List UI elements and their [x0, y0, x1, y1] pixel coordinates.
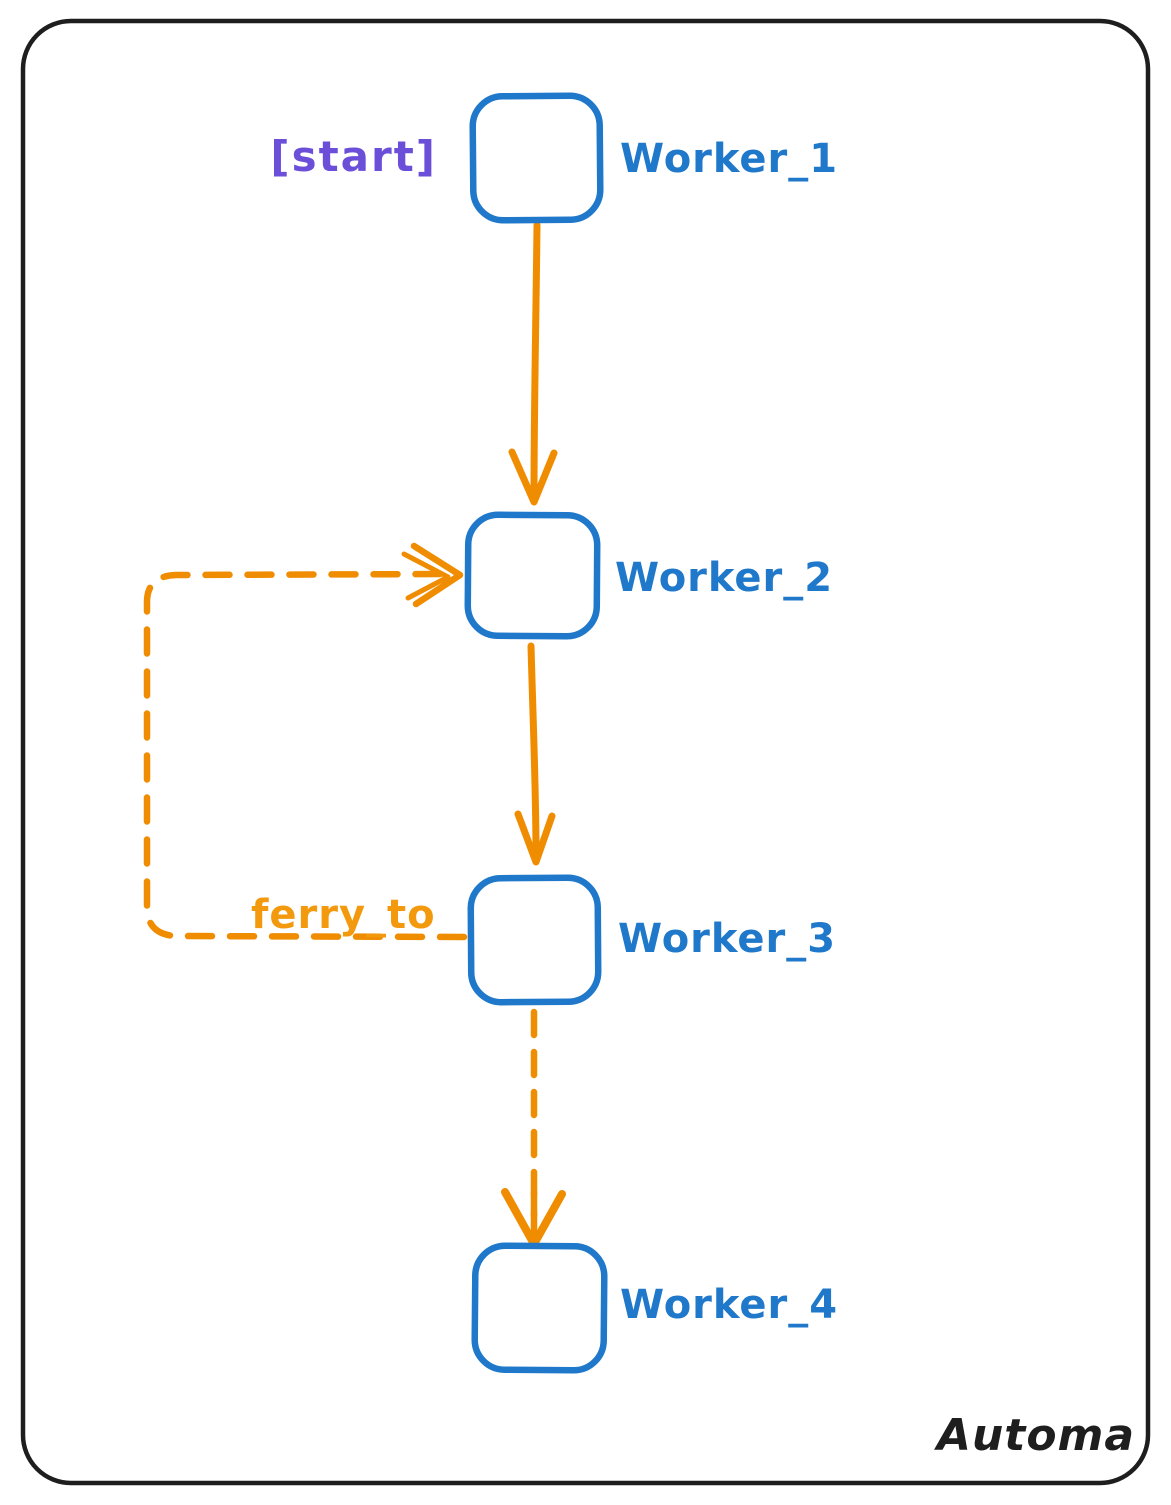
node-label-worker-1: Worker_1	[620, 136, 838, 182]
node-group-worker-4: Worker_4	[471, 1242, 838, 1374]
canvas-frame	[20, 18, 1151, 1486]
brand-automa: Automa	[934, 1410, 1135, 1461]
node-group-worker-1: [start] Worker_1	[270, 92, 838, 224]
node-worker-4[interactable]	[471, 1242, 608, 1374]
node-worker-1[interactable]	[469, 92, 604, 224]
node-label-worker-4: Worker_4	[620, 1282, 838, 1328]
edge-worker3-worker4	[501, 1008, 566, 1248]
edge-label-ferry-to: ferry_to	[251, 892, 436, 938]
edge-line	[530, 221, 541, 501]
edge-line	[527, 642, 540, 858]
arrowhead-right-icon	[410, 542, 464, 608]
arrowhead-down-icon	[508, 448, 558, 506]
node-group-worker-3: ferry_to Worker_3	[251, 874, 836, 1006]
node-label-worker-3: Worker_3	[618, 916, 836, 962]
edge-worker3-worker2-loop	[143, 542, 468, 941]
edge-worker1-worker2	[508, 221, 558, 506]
arrowhead-down-icon	[514, 810, 556, 866]
edge-line	[143, 570, 468, 941]
node-label-worker-2: Worker_2	[615, 555, 833, 601]
node-worker-3[interactable]	[467, 874, 602, 1006]
start-marker-label: [start]	[270, 132, 437, 181]
node-worker-2[interactable]	[464, 511, 601, 640]
arrowhead-right-sketch-icon	[401, 551, 451, 601]
edge-worker2-worker3	[514, 642, 556, 866]
node-group-worker-2: Worker_2	[464, 511, 833, 640]
